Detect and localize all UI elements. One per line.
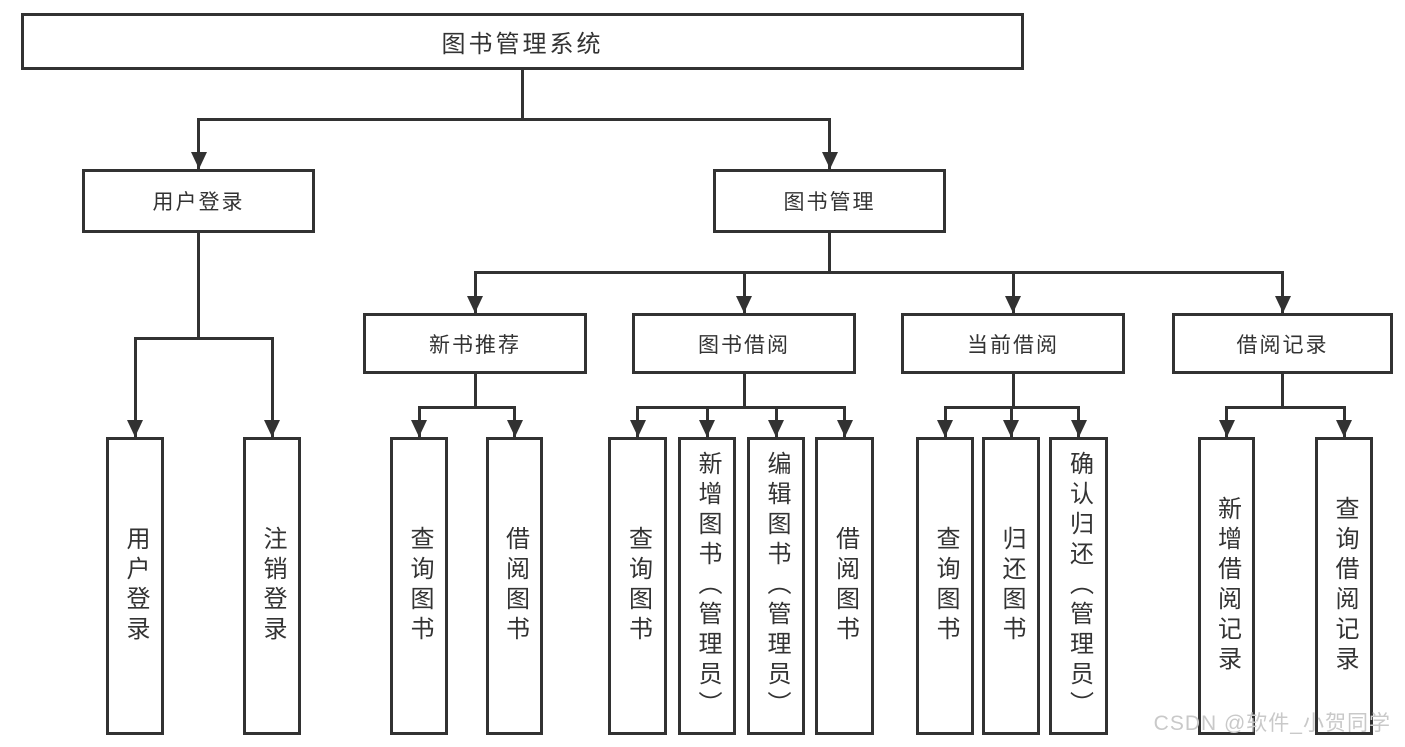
leaf-confirm-return-admin-label: 确认归还（管理员）: [1065, 451, 1093, 721]
connector-line: [521, 70, 524, 118]
leaf-query-books-2: 查询图书: [608, 437, 667, 735]
arrowhead-icon: [768, 420, 784, 437]
arrowhead-icon: [736, 296, 752, 313]
connector-line: [1011, 271, 1015, 313]
leaf-add-books-admin: 新增图书（管理员）: [678, 437, 736, 735]
connector-line: [828, 118, 831, 169]
node-user-login: 用户登录: [82, 169, 315, 233]
node-root: 图书管理系统: [21, 13, 1024, 70]
leaf-borrow-books-2: 借阅图书: [815, 437, 874, 735]
node-new-book-recommend: 新书推荐: [363, 313, 587, 374]
arrowhead-icon: [1274, 296, 1291, 313]
connector-line: [1281, 374, 1284, 406]
node-borrow-records: 借阅记录: [1172, 313, 1393, 374]
node-root-label: 图书管理系统: [441, 31, 604, 58]
leaf-edit-books-admin: 编辑图书（管理员）: [747, 437, 805, 735]
leaf-logout: 注销登录: [243, 437, 301, 735]
leaf-confirm-return-admin: 确认归还（管理员）: [1049, 437, 1108, 735]
node-new-book-recommend-label: 新书推荐: [429, 333, 521, 357]
node-user-login-label: 用户登录: [152, 191, 245, 214]
arrowhead-icon: [1070, 420, 1087, 437]
node-book-borrow: 图书借阅: [632, 313, 856, 374]
arrowhead-icon: [836, 420, 853, 437]
connector-line: [742, 374, 746, 406]
connector-line: [1225, 406, 1346, 409]
arrowhead-icon: [1003, 420, 1019, 437]
leaf-return-books: 归还图书: [982, 437, 1040, 735]
arrowhead-icon: [127, 420, 143, 437]
connector-line: [197, 118, 831, 121]
connector-line: [133, 337, 274, 340]
arrowhead-icon: [1005, 296, 1021, 313]
leaf-borrow-books-1-label: 借阅图书: [501, 526, 529, 646]
arrowhead-icon: [821, 152, 838, 169]
leaf-query-borrow-record-label: 查询借阅记录: [1331, 496, 1358, 676]
arrowhead-icon: [937, 420, 953, 437]
node-book-management-label: 图书管理: [783, 191, 876, 214]
leaf-query-books-2-label: 查询图书: [624, 526, 652, 646]
leaf-add-books-admin-label: 新增图书（管理员）: [694, 451, 721, 721]
leaf-user-login-label: 用户登录: [122, 526, 149, 646]
leaf-borrow-books-1: 借阅图书: [486, 437, 543, 735]
connector-line: [473, 374, 477, 406]
leaf-edit-books-admin-label: 编辑图书（管理员）: [763, 451, 790, 721]
connector-line: [742, 271, 746, 313]
arrowhead-icon: [190, 152, 207, 169]
leaf-query-books-1-label: 查询图书: [406, 526, 433, 646]
connector-line: [197, 118, 200, 169]
arrowhead-icon: [1218, 420, 1235, 437]
connector-line: [828, 233, 831, 271]
leaf-borrow-books-2-label: 借阅图书: [831, 526, 859, 646]
node-book-borrow-label: 图书借阅: [698, 333, 790, 357]
leaf-query-books-3: 查询图书: [916, 437, 974, 735]
leaf-add-borrow-record: 新增借阅记录: [1198, 437, 1255, 735]
leaf-user-login: 用户登录: [106, 437, 164, 735]
arrowhead-icon: [467, 296, 483, 313]
connector-line: [473, 271, 1284, 274]
leaf-query-books-3-label: 查询图书: [932, 526, 959, 646]
leaf-return-books-label: 归还图书: [998, 526, 1025, 646]
connector-line: [636, 406, 846, 409]
arrowhead-icon: [411, 420, 427, 437]
leaf-query-borrow-record: 查询借阅记录: [1315, 437, 1373, 735]
node-book-management: 图书管理: [713, 169, 946, 233]
node-current-borrow-label: 当前借阅: [967, 333, 1059, 357]
leaf-add-borrow-record-label: 新增借阅记录: [1213, 496, 1241, 676]
csdn-watermark: CSDN @软件_小贺同学: [1153, 712, 1391, 735]
connector-line: [133, 337, 137, 437]
connector-line: [473, 271, 477, 313]
connector-line: [270, 337, 274, 437]
node-current-borrow: 当前借阅: [901, 313, 1125, 374]
leaf-query-books-1: 查询图书: [390, 437, 448, 735]
arrowhead-icon: [629, 420, 646, 437]
connector-line: [197, 233, 200, 337]
connector-line: [1011, 374, 1015, 406]
arrowhead-icon: [699, 420, 715, 437]
connector-line: [1281, 271, 1284, 313]
arrowhead-icon: [506, 420, 523, 437]
node-borrow-records-label: 借阅记录: [1236, 333, 1329, 357]
arrowhead-icon: [264, 420, 280, 437]
leaf-logout-label: 注销登录: [259, 526, 286, 646]
arrowhead-icon: [1336, 420, 1352, 437]
connector-line: [417, 406, 516, 409]
